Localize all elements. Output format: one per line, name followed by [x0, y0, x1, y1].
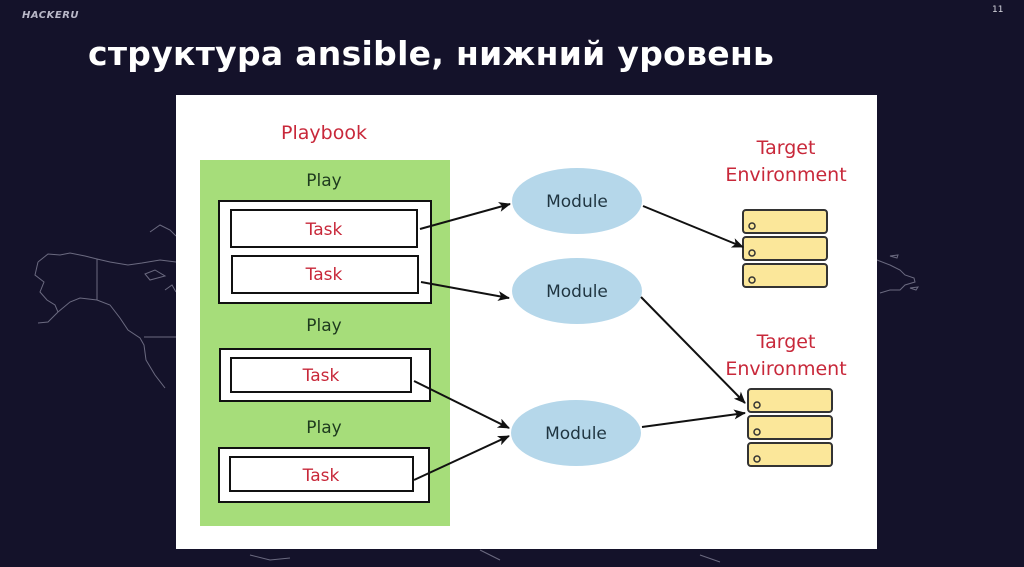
server-unit	[747, 442, 833, 467]
task-label: Task	[305, 265, 343, 285]
task-label: Task	[305, 220, 343, 240]
task-box[interactable]: Task	[231, 255, 419, 294]
server-led-icon	[748, 222, 756, 230]
arrow-module-to-target	[641, 409, 746, 428]
server-led-icon	[753, 428, 761, 436]
ansible-structure-diagram: Playbook Play Task Task Play Task Play T…	[176, 95, 877, 549]
task-box[interactable]: Task	[229, 456, 414, 492]
arrow-task-to-module	[413, 435, 510, 481]
server-stack	[747, 388, 833, 467]
slide-title: структура ansible, нижний уровень	[88, 34, 775, 73]
server-unit	[747, 388, 833, 413]
hackeru-logo: HACKERU	[22, 10, 80, 21]
arrow-module-to-target	[640, 296, 746, 404]
page-number: 11	[992, 5, 1004, 15]
server-led-icon	[753, 455, 761, 463]
module-node[interactable]: Module	[512, 168, 642, 234]
target-label-line2: Environment	[725, 164, 846, 186]
server-unit	[742, 209, 828, 234]
target-label-line1: Target	[756, 331, 816, 353]
play-label: Play	[306, 316, 341, 336]
diagram-canvas: Playbook Play Task Task Play Task Play T…	[200, 122, 847, 526]
arrow-task-to-module	[419, 202, 511, 230]
arrow-module-to-target	[642, 205, 744, 248]
map-outline-bottom	[249, 549, 721, 563]
arrow-task-to-module	[420, 281, 510, 301]
server-unit	[742, 263, 828, 288]
server-led-icon	[748, 249, 756, 257]
server-unit	[742, 236, 828, 261]
task-label: Task	[302, 366, 340, 386]
play-label: Play	[306, 418, 341, 438]
task-box[interactable]: Task	[230, 357, 412, 393]
play-label: Play	[306, 171, 341, 191]
module-node[interactable]: Module	[511, 400, 641, 466]
task-box[interactable]: Task	[230, 209, 418, 248]
map-outline-alaska	[34, 252, 177, 389]
arrow-task-to-module	[413, 380, 510, 429]
playbook-label: Playbook	[281, 122, 367, 144]
module-label: Module	[546, 192, 608, 212]
target-label-line1: Target	[756, 137, 816, 159]
server-led-icon	[748, 276, 756, 284]
server-stack	[742, 209, 828, 288]
module-node[interactable]: Module	[512, 258, 642, 324]
module-label: Module	[546, 282, 608, 302]
map-outline-arctic	[144, 224, 177, 293]
server-unit	[747, 415, 833, 440]
map-outline-europe	[876, 254, 920, 294]
task-label: Task	[302, 466, 340, 486]
module-label: Module	[545, 424, 607, 444]
target-label-line2: Environment	[725, 358, 846, 380]
server-led-icon	[753, 401, 761, 409]
